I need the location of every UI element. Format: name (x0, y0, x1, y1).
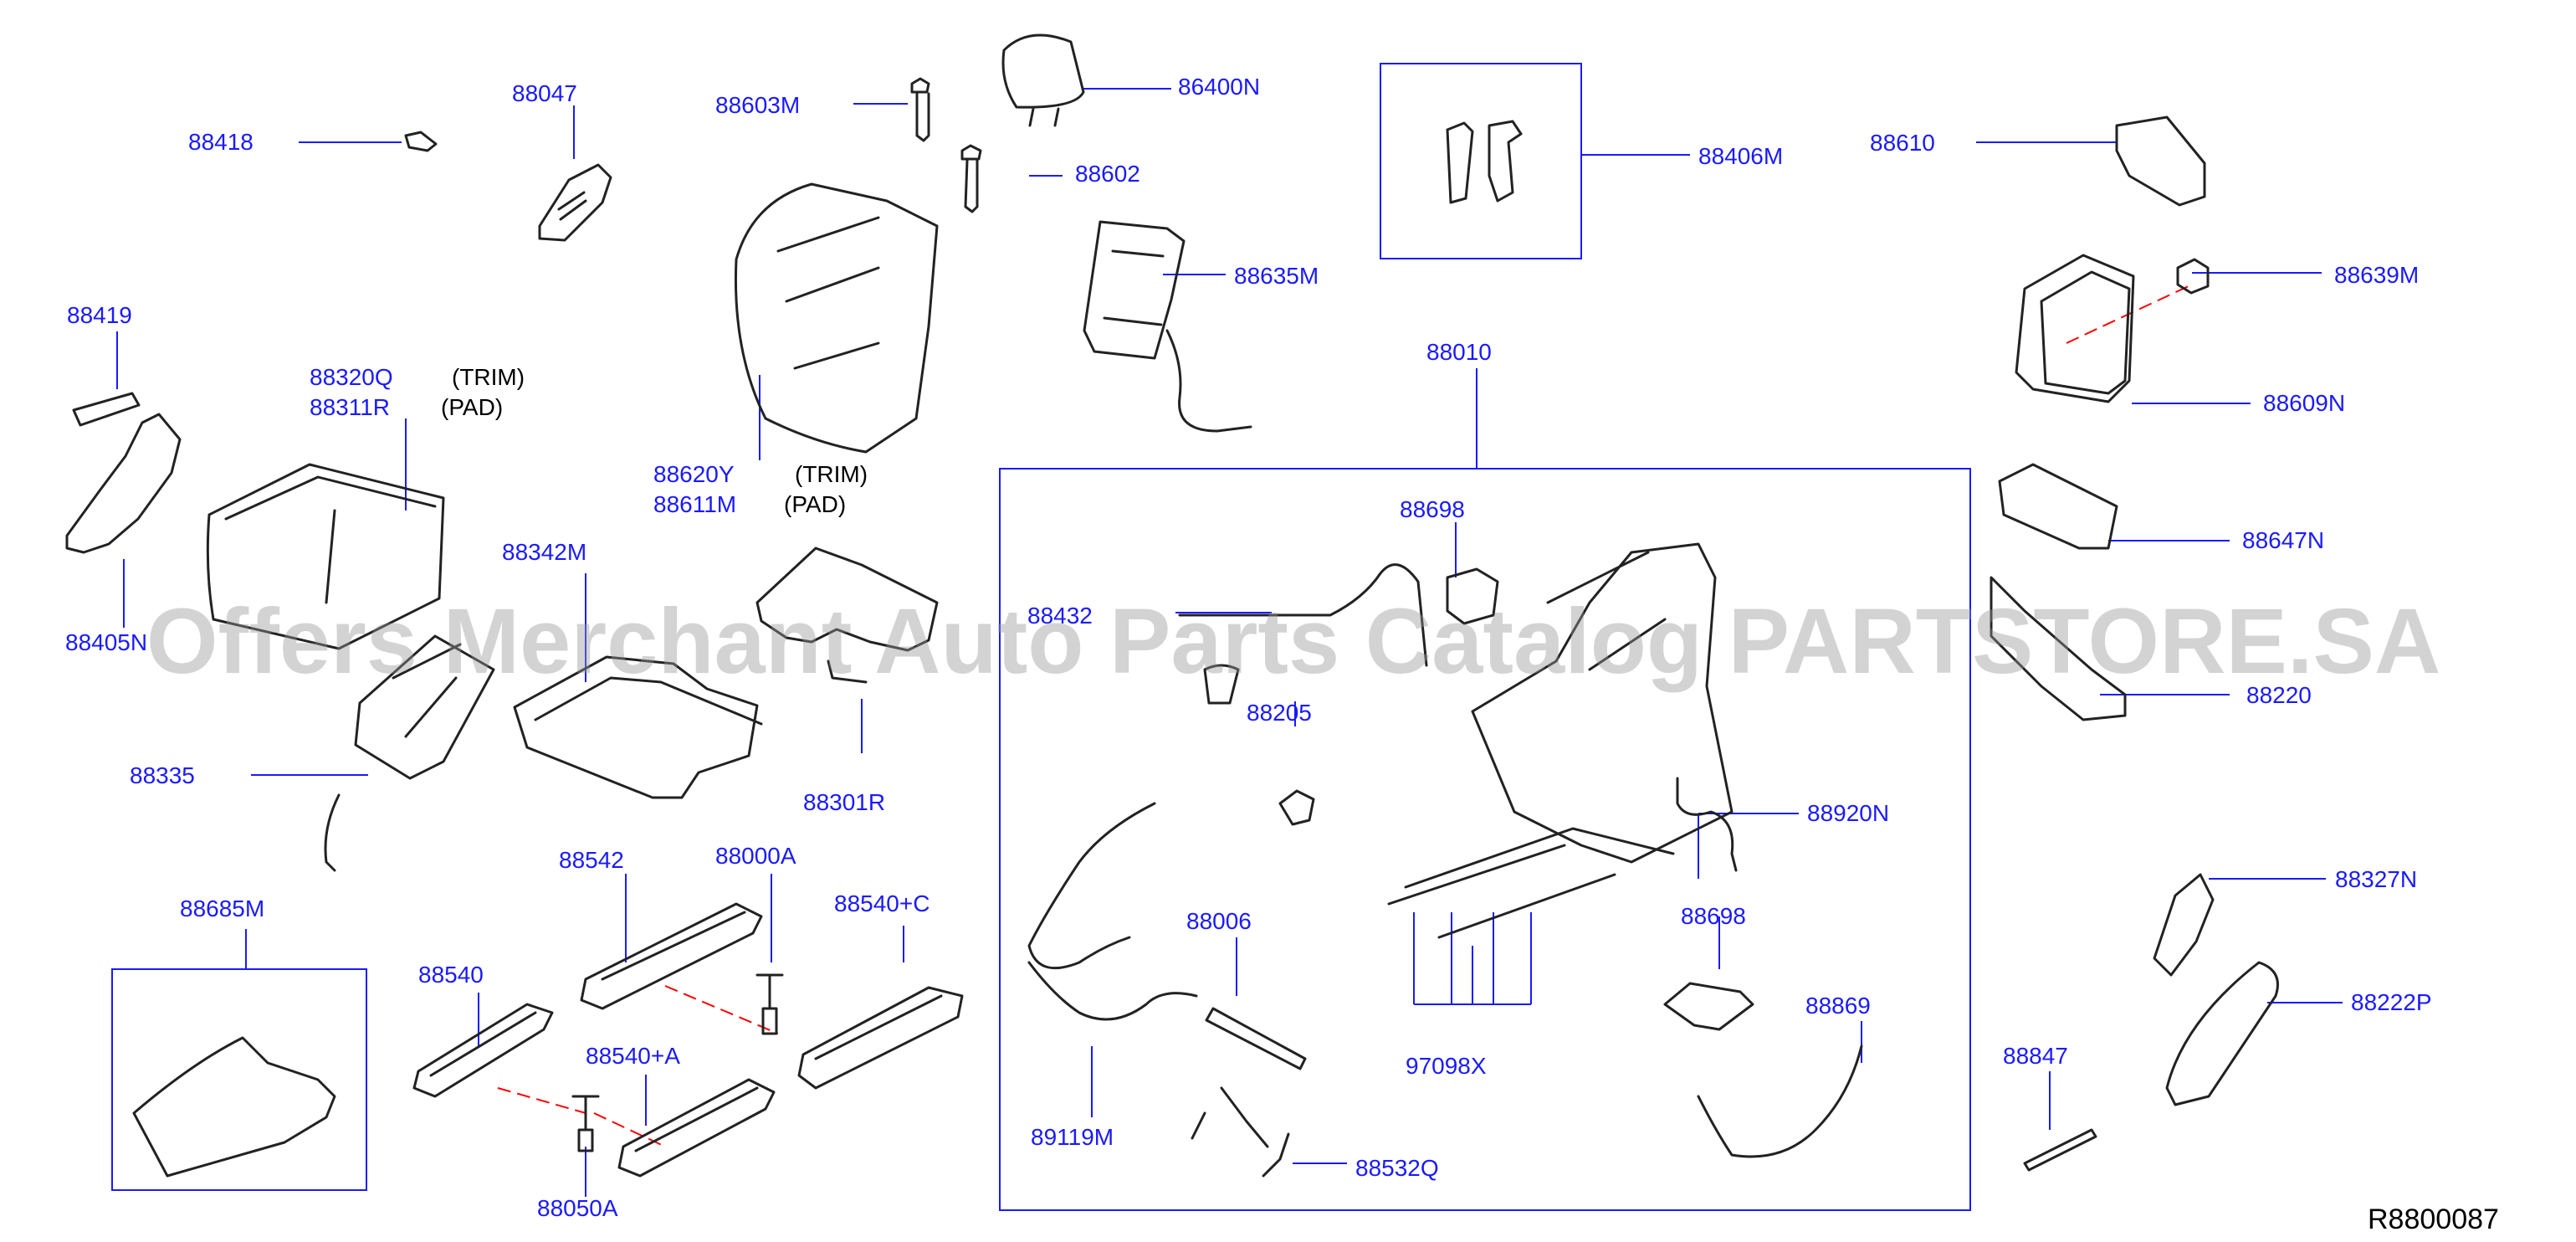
label-88405N[interactable]: 88405N (65, 629, 148, 655)
label-88419[interactable]: 88419 (67, 302, 132, 328)
label-88685M[interactable]: 88685M (180, 896, 265, 921)
label-88335[interactable]: 88335 (130, 762, 195, 788)
label-88920N[interactable]: 88920N (1807, 800, 1890, 826)
label-88432[interactable]: 88432 (1027, 603, 1093, 629)
part-88635M-board (1083, 220, 1186, 360)
label-88639M[interactable]: 88639M (2334, 262, 2420, 288)
part-88540-cover (412, 1003, 554, 1098)
label-88418[interactable]: 88418 (188, 129, 254, 155)
part-88920N-harness (1676, 777, 1738, 872)
label-88532Q[interactable]: 88532Q (1355, 1155, 1439, 1181)
frame-boxes (111, 63, 1971, 1211)
label-88010[interactable]: 88010 (1426, 339, 1492, 365)
part-88419-switch (72, 392, 141, 427)
label-88006[interactable]: 88006 (1186, 908, 1252, 934)
part-line-art (65, 33, 2279, 1178)
annotation-trim-a: (TRIM) (452, 364, 525, 390)
part-88603M-guide (910, 77, 930, 142)
part-88006-rod (1205, 1007, 1307, 1070)
part-88540C-cover (797, 986, 964, 1090)
label-88342M[interactable]: 88342M (502, 539, 587, 565)
part-88610-panel (2115, 115, 2206, 207)
part-88327N-cover (2153, 873, 2215, 977)
label-88406M[interactable]: 88406M (1698, 143, 1784, 169)
part-88432-cable (1178, 563, 1428, 705)
annotation-trim-b: (TRIM) (795, 461, 868, 487)
label-88602[interactable]: 88602 (1075, 161, 1140, 187)
label-88047[interactable]: 88047 (512, 80, 577, 106)
part-88418-clip (404, 131, 438, 152)
label-88647N[interactable]: 88647N (2242, 527, 2325, 553)
part-88405N-side-cover (65, 413, 182, 554)
part-88342M-base (513, 655, 763, 799)
part-seatback-pad (734, 182, 939, 454)
label-88320Q[interactable]: 88320Q (310, 364, 393, 390)
label-86400N[interactable]: 86400N (1178, 74, 1261, 100)
part-88685M-wire (132, 1036, 336, 1178)
part-88698b-bracket (1663, 982, 1754, 1031)
part-88222P-cover (2165, 961, 2279, 1106)
annotation-pad-b: (PAD) (784, 491, 847, 517)
part-88647N-panel (1998, 463, 2118, 550)
leader-lines (116, 88, 2343, 1197)
label-88222P[interactable]: 88222P (2351, 989, 2432, 1015)
part-88050A-bolt (571, 1095, 600, 1152)
label-88540A[interactable]: 88540+A (586, 1043, 680, 1069)
label-88847[interactable]: 88847 (2003, 1043, 2068, 1069)
label-88698-upper[interactable]: 88698 (1400, 496, 1465, 522)
part-88869-harness (1697, 1044, 1863, 1158)
label-97098X[interactable]: 97098X (1406, 1053, 1487, 1079)
part-88406M-covers (1446, 120, 1523, 204)
part-88220-bracket (1990, 576, 2127, 721)
label-88698-lower[interactable]: 88698 (1681, 903, 1746, 929)
label-88869[interactable]: 88869 (1805, 993, 1871, 1019)
label-88609N[interactable]: 88609N (2263, 390, 2346, 416)
box-88010 (999, 468, 1971, 1211)
part-88698-bracket (1446, 567, 1499, 625)
part-88540A-cover (617, 1078, 776, 1178)
box-88406M (1380, 63, 1582, 259)
label-88000A[interactable]: 88000A (715, 843, 796, 869)
label-88540C[interactable]: 88540+C (834, 890, 930, 916)
label-88050A[interactable]: 88050A (537, 1195, 618, 1221)
part-88639M-knob (2176, 258, 2210, 295)
label-88540[interactable]: 88540 (418, 962, 484, 988)
label-88620Y[interactable]: 88620Y (653, 461, 735, 487)
label-88301R[interactable]: 88301R (803, 789, 886, 815)
part-seat-frame (1387, 542, 1734, 939)
part-88335-wire (324, 793, 341, 872)
part-88847-rod (2023, 1128, 2097, 1172)
part-88542-cover (580, 902, 763, 1010)
part-cushion-pad (206, 463, 445, 650)
diagram-code: R8800087 (2368, 1204, 2499, 1235)
part-88532Q-clips (1191, 1086, 1290, 1178)
part-88335-cover (354, 634, 495, 780)
label-88603M[interactable]: 88603M (715, 92, 801, 118)
annotation-pad-a: (PAD) (441, 394, 504, 420)
part-86400N-headrest (1001, 33, 1085, 127)
box-88685M (111, 968, 367, 1191)
part-88205-clip (1278, 789, 1315, 826)
phantom-lines (497, 284, 2193, 1147)
part-88301R-frame (755, 547, 939, 684)
label-88205[interactable]: 88205 (1247, 700, 1312, 726)
label-88611M[interactable]: 88611M (653, 491, 737, 517)
label-88610[interactable]: 88610 (1870, 130, 1935, 156)
watermark: Offers Merchant Auto Parts Catalog PARTS… (146, 590, 2441, 693)
part-88635M-wire (1165, 329, 1252, 433)
label-89119M[interactable]: 89119M (1031, 1124, 1114, 1150)
part-89119M-cables (1027, 802, 1198, 1021)
part-88602-guide (960, 144, 982, 213)
part-88047-escutcheon (538, 163, 612, 242)
label-88311R[interactable]: 88311R (310, 394, 391, 420)
label-88327N[interactable]: 88327N (2335, 866, 2418, 892)
part-88609N-back-panel (2015, 254, 2135, 403)
label-88542[interactable]: 88542 (559, 847, 624, 873)
label-88635M[interactable]: 88635M (1234, 263, 1319, 289)
label-88220[interactable]: 88220 (2246, 682, 2312, 708)
part-88000A-bolt (755, 973, 784, 1035)
